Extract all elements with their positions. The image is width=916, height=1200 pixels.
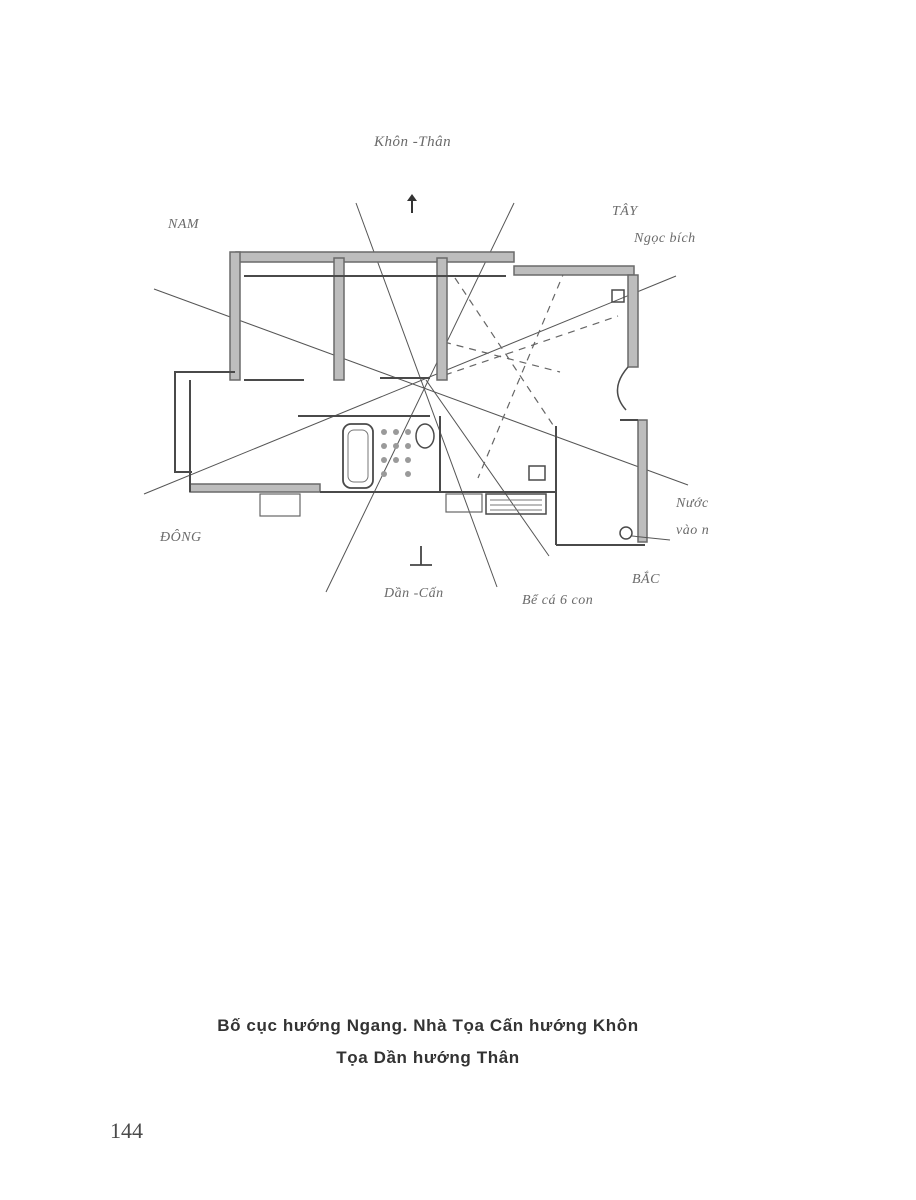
arrow-up-icon bbox=[407, 194, 417, 213]
ray-line bbox=[325, 202, 515, 593]
caption-line-1: Bố cục hướng Ngang. Nhà Tọa Cấn hướng Kh… bbox=[217, 1016, 639, 1035]
label-khon-than: Khôn -Thân bbox=[374, 134, 452, 150]
bath-tiles bbox=[381, 429, 411, 477]
wall-right-upper bbox=[627, 274, 639, 368]
water-inlet bbox=[619, 526, 633, 540]
jade-square bbox=[611, 289, 625, 303]
floor-plan-diagram bbox=[143, 194, 689, 593]
label-vao-nha: vào n bbox=[676, 523, 710, 538]
wall-top-right bbox=[513, 265, 635, 276]
toilet bbox=[415, 423, 435, 449]
dashed-line bbox=[454, 277, 556, 429]
perpendicular-icon bbox=[410, 546, 432, 566]
wall-right-lower bbox=[637, 419, 648, 543]
step-box bbox=[445, 493, 483, 513]
dashed-line bbox=[477, 269, 566, 479]
dashed-line bbox=[443, 341, 561, 373]
wall-top bbox=[235, 251, 515, 263]
ray-line bbox=[143, 275, 677, 495]
ray-line bbox=[355, 202, 498, 588]
label-nam: NAM bbox=[168, 217, 200, 232]
label-bac: BẮC bbox=[632, 572, 660, 587]
label-nuoc: Nước bbox=[676, 496, 709, 511]
plan-thin-lines bbox=[174, 275, 645, 546]
dashed-line bbox=[444, 315, 619, 376]
bathtub-inner bbox=[347, 429, 369, 483]
wall-left-upper bbox=[229, 251, 241, 381]
walls bbox=[189, 251, 648, 543]
aquarium bbox=[485, 493, 547, 515]
label-tay: TÂY bbox=[612, 204, 638, 219]
direction-lines bbox=[143, 202, 689, 593]
wall-inner-2 bbox=[436, 257, 448, 381]
step-box bbox=[259, 493, 301, 517]
ray-line bbox=[153, 288, 689, 486]
label-be-ca: Bể cá 6 con bbox=[522, 593, 594, 608]
page-number: 144 bbox=[110, 1118, 143, 1143]
dashed-lines bbox=[443, 269, 619, 479]
aquarium-stripes bbox=[490, 499, 542, 511]
wall-inner-1 bbox=[333, 257, 345, 381]
water-inlet-line bbox=[631, 535, 671, 541]
label-ngoc-bich: Ngọc bích bbox=[634, 231, 696, 246]
label-dong: ĐÔNG bbox=[160, 530, 202, 545]
left-annex bbox=[174, 371, 235, 473]
kitchen-sink bbox=[528, 465, 546, 481]
caption-line-2: Tọa Dần hướng Thân bbox=[336, 1048, 520, 1067]
ray-line bbox=[425, 379, 550, 557]
label-dan-can: Dần -Cấn bbox=[384, 586, 444, 601]
wall-bottom-left bbox=[189, 483, 321, 493]
door-arc bbox=[616, 366, 629, 411]
bathtub bbox=[342, 423, 374, 489]
